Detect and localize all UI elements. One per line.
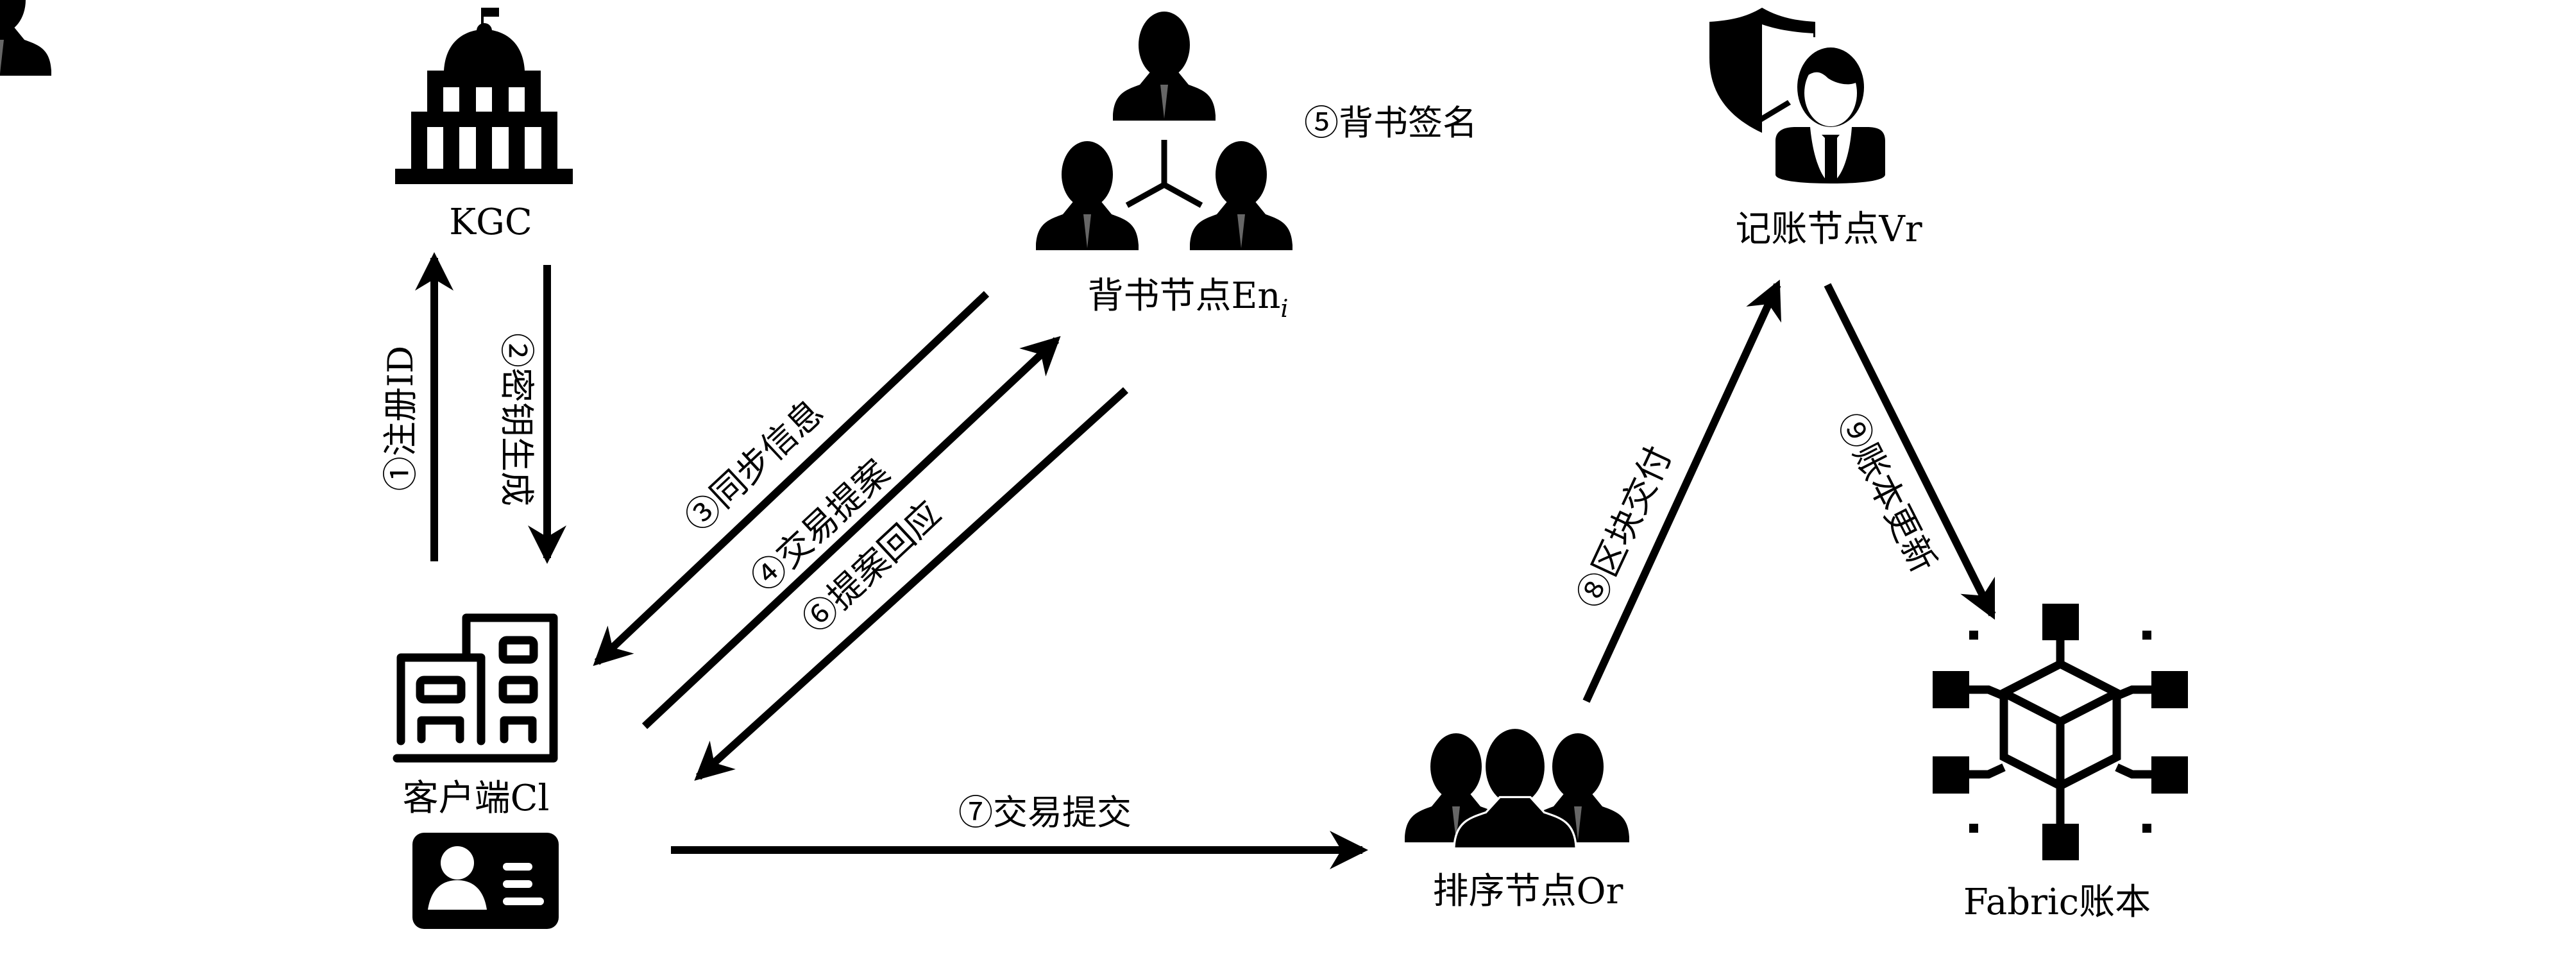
three-people-group-icon [1405,726,1629,850]
arrow-step-3 [593,291,990,667]
arrow-step-6 [694,387,1129,781]
kgc-label: KGC [449,201,532,243]
step-2-label: ②密钥生成 [496,333,537,506]
government-building-icon [395,8,573,184]
shield-person-icon [1709,8,1885,183]
step-7-label: ⑦交易提交 [958,792,1131,833]
step-5-label: ⑤背书签名 [1304,103,1477,143]
arrow-step-9 [1824,283,1996,620]
endorser-label-subscript: i [1280,294,1289,323]
ledger-label: Fabric账本 [1963,881,2151,923]
step-1-label: ①注册ID [380,345,421,491]
arrow-step-8 [1582,279,1781,703]
flow-arrows [415,252,1996,869]
endorser-label: 背书节点Eni [1087,278,1288,321]
three-people-network-icon [0,0,1292,250]
office-building-icon [393,613,558,763]
client-label: 客户端Cl [402,778,550,819]
committer-label: 记账节点Vr [1735,208,1922,250]
orderer-label: 排序节点Or [1432,871,1623,912]
id-card-icon [412,833,559,929]
arrow-step-4 [641,336,1061,729]
endorser-label-text: 背书节点En [1087,275,1281,317]
blockchain-cube-icon [1933,604,2188,860]
